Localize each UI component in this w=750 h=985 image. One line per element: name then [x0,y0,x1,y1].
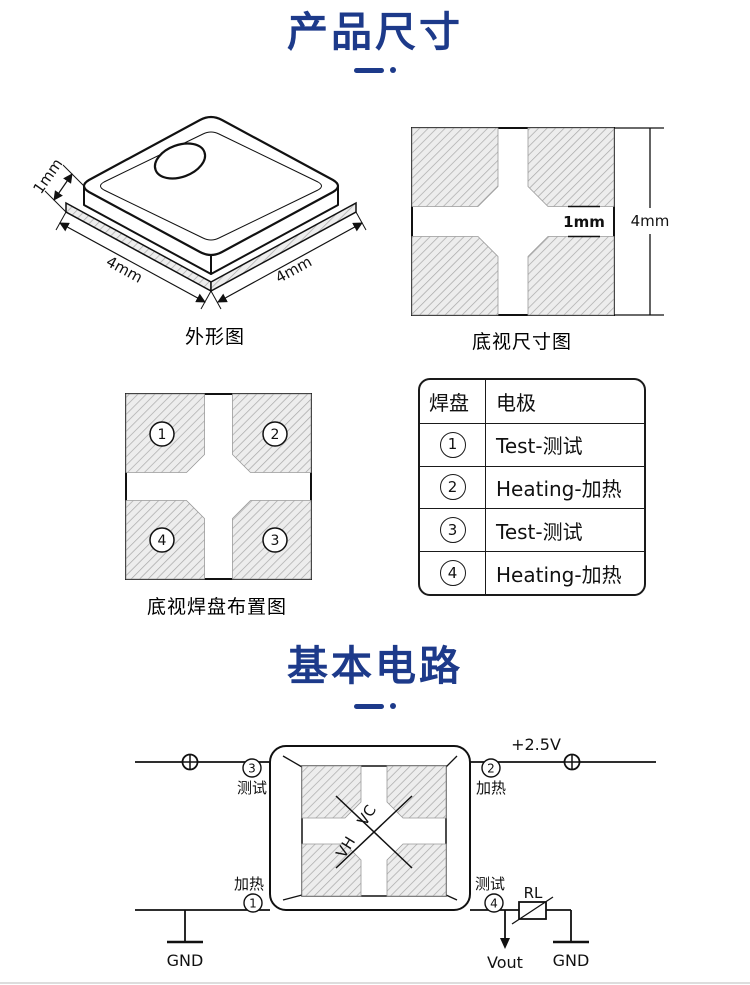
corner-stub [445,755,458,768]
dim-line-right-width [217,222,363,303]
pin-2-label: 加热 [476,779,506,797]
vout-label: Vout [487,953,523,972]
electrode-table: 焊盘 电极 1 Test-测试 2 Heating-加热 3 Test-测试 4… [418,378,646,596]
pad-number-badge: 1 [439,431,466,458]
dim-line-left-width [59,222,206,303]
pad-top-left [301,765,362,819]
pad-layout-drawing: 1 2 3 4 [125,393,312,580]
pin-3-number: 3 [271,533,280,549]
vh-line [335,795,413,869]
pin-2-circle [481,758,501,778]
table-row-pad: 3 [420,508,486,552]
table-row-electrode: Heating-加热 [486,551,644,594]
section-title-circuit: 基本电路 [287,642,463,690]
pin-4-number: 4 [158,533,167,549]
dim-ext-line [55,211,67,231]
table-row-pad: 1 [420,422,486,466]
pad-top-right [386,765,447,819]
pin-2-circle [262,421,288,447]
table-row-electrode: Heating-加热 [486,465,644,509]
pad-number-badge: 3 [439,517,466,544]
title-underline-decoration [354,703,396,709]
table-row-pad: 4 [420,551,486,594]
dim-ext-line [44,190,67,213]
pin-1-circle [243,893,263,913]
vent-hole [153,142,207,180]
pad-bottom-right [527,236,615,316]
dim-label-backing [626,208,674,234]
bottom-view-drawing: 1mm 4mm [411,127,674,316]
sensor-outline [301,765,447,897]
basic-circuit-drawing: +2.5V VC VH 3 测试 2 加热 加热 1 测试 4 [135,735,656,972]
pad-bottom-left [301,843,362,897]
pad-top-right [527,127,615,207]
pad-number-badge: 4 [439,560,466,587]
table-row-pad: 2 [420,465,486,509]
table-header-electrode: 电极 [496,390,536,415]
pin-3-label: 测试 [237,779,267,797]
dim-ext-line [210,290,222,310]
pin-3-circle [262,527,288,553]
dim-channel-label: 1mm [563,213,605,231]
pin-1-label: 加热 [234,875,264,893]
outline-caption: 外形图 [184,326,245,348]
pin-2-number: 2 [487,762,495,776]
pin-1-circle [149,421,175,447]
pad-bottom-left [411,236,499,316]
gnd-left-label: GND [167,951,204,970]
pad-bottom-right [386,843,447,897]
pin-4-circle [484,893,504,913]
corner-stub [282,755,303,768]
gnd-right-label: GND [553,951,590,970]
bottom-view-caption: 底视尺寸图 [471,331,572,353]
pin-3-number: 3 [248,762,256,776]
title-dash [354,703,384,709]
table-header-pad: 焊盘 [420,380,486,423]
outline-drawing: 1mm 4mm 4mm [30,115,367,310]
dim-line-height [53,173,73,201]
title-dot [390,703,396,709]
pin-1-number: 1 [249,897,257,911]
dim-right-width-label: 4mm [272,252,315,286]
dim-ext-line [62,164,85,187]
dim-ext-line [355,211,367,231]
dim-side-label: 4mm [631,212,670,230]
table-row-electrode: Test-测试 [486,422,644,466]
title-dash [354,67,384,73]
corner-stub [445,894,458,901]
pin-4-number: 4 [490,897,498,911]
section-divider [0,982,750,984]
rl-resistor-diagonal [511,896,554,925]
pad-number-badge: 2 [439,474,466,501]
pin-1-number: 1 [158,427,167,443]
sensor-outline [411,127,615,316]
sensor-outline [125,393,312,580]
pad-top-left [411,127,499,207]
dim-ext-line [200,290,212,310]
pin-2-number: 2 [271,427,280,443]
pin-4-label: 测试 [475,875,505,893]
rl-label: RL [524,884,543,902]
vout-arrowhead [500,938,510,949]
supply-voltage-label: +2.5V [511,735,561,754]
section-title-dimensions: 产品尺寸 [287,8,463,56]
corner-stub [282,894,303,901]
pad-layout-caption: 底视焊盘布置图 [146,596,287,618]
pin-3-circle [242,758,262,778]
table-row-electrode: Test-测试 [486,508,644,551]
title-dot [390,67,396,73]
pin-4-circle [149,527,175,553]
title-underline-decoration [354,67,396,73]
